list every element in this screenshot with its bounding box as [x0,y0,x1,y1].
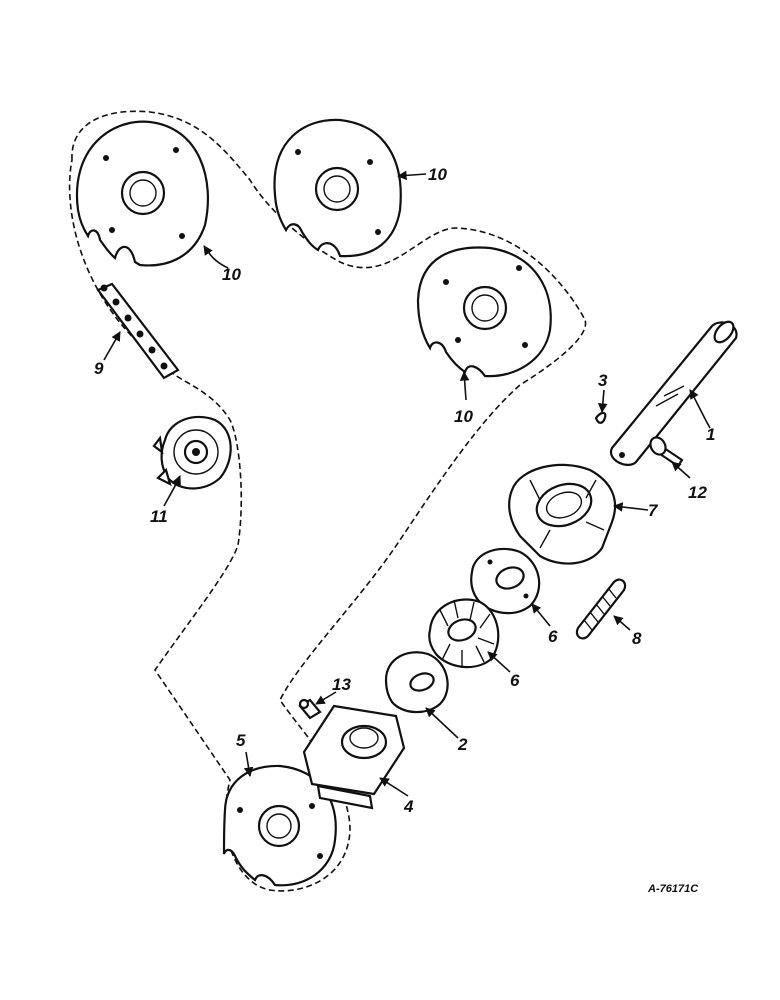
clutch-jaw-6-lower [428,598,500,669]
callout-4: 4 [403,797,414,816]
leader-6a [531,603,551,627]
callout-3: 3 [598,371,608,390]
callout-9: 9 [94,359,104,378]
grease-fitting-13 [298,698,322,720]
leader-10c [459,371,470,401]
callout-5: 5 [236,731,246,750]
leader-6b [487,651,511,673]
leader-13 [315,691,337,705]
sprocket-5-bottom [222,764,337,887]
callout-7: 7 [648,501,659,520]
callout-6a: 6 [548,627,558,646]
clutch-cover-7 [508,463,617,565]
leader-10a [203,245,229,269]
callout-10c: 10 [454,407,473,426]
leader-5 [243,751,254,777]
callout-12: 12 [688,483,707,502]
figure-reference: A-76171C [647,883,699,895]
leader-12 [671,461,691,479]
shaft-1 [609,320,738,466]
washer-2 [384,651,449,714]
leader-11 [163,475,181,507]
sprocket-10-top-middle [273,118,402,258]
clutch-jaw-6-upper [470,547,541,615]
callout-10a: 10 [222,265,241,284]
callout-11: 11 [150,507,168,526]
leader-3 [598,389,608,413]
callout-8: 8 [632,629,642,648]
leader-8 [613,615,631,631]
leader-4 [379,777,409,797]
leader-7 [613,502,649,512]
callout-13: 13 [332,675,351,694]
idler-sprocket-11 [152,415,232,490]
bearing-housing-4 [302,704,406,810]
sprocket-10-right [416,246,552,378]
callout-10b: 10 [428,165,447,184]
callout-2: 2 [457,735,468,754]
leader-2 [425,707,459,739]
leader-1 [689,389,711,429]
screw-12 [649,436,684,468]
roller-chain-9 [96,282,180,380]
callout-6b: 6 [510,671,520,690]
leader-10b [397,170,427,181]
sprocket-10-top-left [75,120,209,267]
callout-1: 1 [706,425,715,444]
spring-8 [575,578,627,640]
key-3 [594,411,607,424]
leader-9 [103,331,121,361]
